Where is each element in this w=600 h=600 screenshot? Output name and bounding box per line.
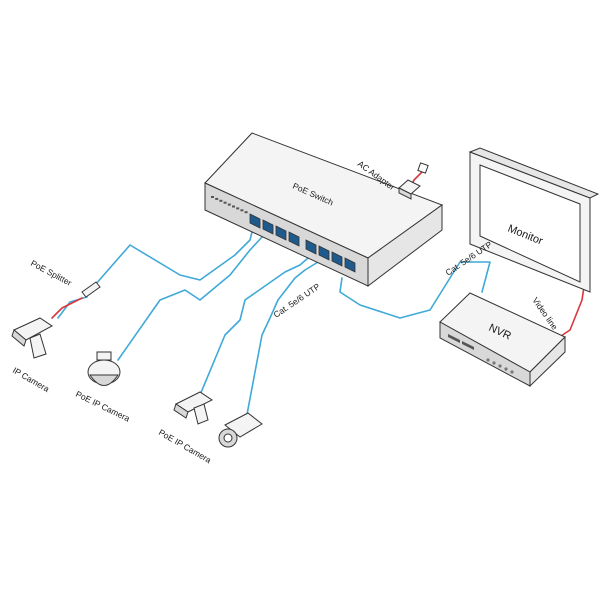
switch-port — [331, 251, 343, 267]
cable-monitor-to-nvr-video — [554, 279, 586, 341]
poe-splitter-body — [81, 281, 101, 298]
monitor-screen — [479, 164, 581, 283]
cable-dome-camera-to-switch — [117, 236, 263, 361]
switch-port — [275, 225, 287, 241]
poe-splitter-label: PoE Splitter — [29, 258, 73, 288]
cat-utp-cameras-label: Cat. 5e/6 UTP — [272, 281, 323, 320]
monitor: Monitor — [468, 147, 600, 293]
dome-camera-globe — [89, 374, 119, 386]
nvr-button — [498, 364, 502, 368]
switch-led — [223, 201, 227, 204]
ip-camera: IP Camera — [11, 317, 53, 394]
nvr-front-panel — [448, 334, 514, 374]
nvr-button — [486, 358, 490, 362]
poe-ip-camera-dome-label: PoE IP Camera — [74, 389, 132, 424]
switch-port — [288, 231, 300, 247]
nvr-button — [504, 367, 508, 371]
poe-switch: PoE Switch — [204, 132, 444, 288]
switch-led — [219, 199, 223, 202]
switch-port — [262, 219, 274, 235]
cable-bullet-camera-a-to-switch — [199, 257, 309, 396]
poe-splitter: PoE Splitter — [29, 258, 101, 298]
nvr-button — [510, 370, 514, 374]
switch-port — [318, 245, 330, 261]
poe-ip-camera-pair: PoE IP Camera — [157, 391, 263, 465]
nvr-side-face — [529, 335, 566, 388]
nvr: NVR — [439, 292, 566, 388]
switch-led — [240, 209, 244, 212]
nvr-drive-slot — [462, 341, 474, 350]
data-cables — [57, 231, 491, 426]
ip-camera-label: IP Camera — [11, 365, 51, 394]
cat-utp-nvr-label: Cat. 5e/6 UTP — [444, 239, 495, 278]
switch-led — [236, 207, 240, 210]
dome-camera-mount — [96, 351, 112, 361]
bullet-camera-mount — [193, 403, 209, 425]
power-outlet-icon — [417, 162, 429, 174]
switch-led — [211, 196, 214, 198]
switch-port — [344, 257, 356, 273]
bullet-camera-lens-face — [173, 403, 189, 419]
nvr-button — [492, 361, 496, 365]
ip-camera-lens-face — [11, 329, 27, 347]
cable-switch-to-nvr — [339, 261, 491, 319]
ip-camera-mount — [29, 333, 47, 359]
switch-port — [305, 239, 317, 255]
switch-side-face — [367, 204, 443, 288]
switch-led — [244, 211, 248, 214]
switch-port — [249, 213, 261, 229]
switch-led — [215, 197, 219, 200]
poe-ip-camera-dome: PoE IP Camera — [74, 351, 132, 424]
switch-led — [232, 205, 235, 208]
switch-led-strip — [211, 196, 248, 214]
ac-adapter-front — [398, 187, 412, 200]
monitor-back — [468, 147, 600, 199]
cable-splitter-power-to-camera — [51, 297, 83, 319]
switch-led — [227, 203, 231, 206]
cable-splitter-to-switch — [94, 231, 253, 286]
poe-ip-camera-pair-label: PoE IP Camera — [157, 427, 213, 465]
switch-port-row — [249, 213, 356, 273]
cable-bullet-camera-b-to-switch — [244, 261, 319, 426]
nvr-drive-slot — [448, 334, 460, 343]
box-camera-lens-glass — [223, 433, 233, 443]
